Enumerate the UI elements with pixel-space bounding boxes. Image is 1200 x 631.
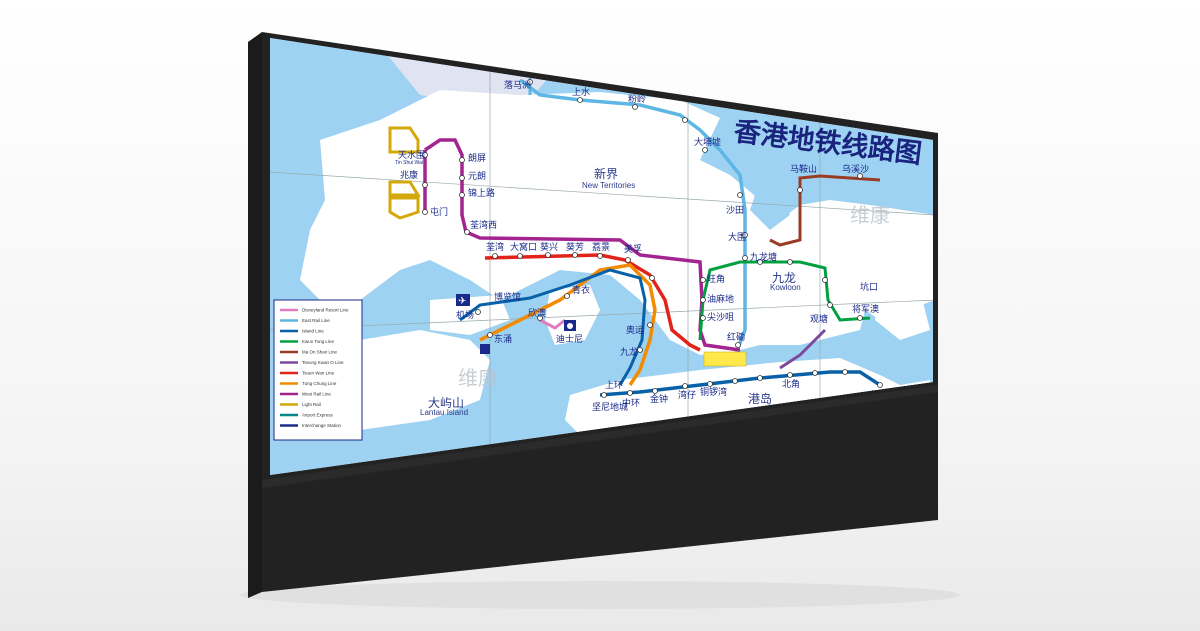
- station-label: 红磡: [727, 331, 745, 343]
- line-tung-chung: [479, 263, 657, 386]
- station-label: 北角: [782, 378, 800, 390]
- station-label: 欣澳: [528, 307, 546, 319]
- legend-label: Tsuen Wan Line: [302, 371, 335, 376]
- tile-seams: [270, 40, 933, 470]
- station-label: 马鞍山: [790, 163, 817, 175]
- notice-box: [703, 351, 747, 367]
- station-labels: 天水围 Tin Shui Wai 朗屏 元朗 兆康 锦上路 屯门 荃湾西 荃湾 …: [395, 64, 888, 413]
- airport-icon: ✈: [456, 294, 470, 307]
- region-label-zh: 新界: [594, 166, 618, 181]
- station-label: 荃湾: [486, 241, 504, 253]
- region-label-en: Lantau Island: [420, 408, 468, 417]
- station-label: 葵兴: [540, 241, 558, 253]
- station-label: 金钟: [650, 393, 668, 405]
- station-label: 观塘: [810, 313, 828, 325]
- floor-shadow: [240, 581, 960, 609]
- legend-label: West Rail Line: [302, 392, 331, 397]
- station-label: 油麻地: [707, 293, 734, 305]
- station-label: 朗屏: [468, 152, 486, 164]
- station-label: 九龙塘: [750, 251, 777, 263]
- station-label: 青衣: [572, 284, 590, 296]
- land-east: [875, 290, 930, 340]
- legend-label: Interchange Station: [302, 423, 342, 428]
- station-label: 美孚: [624, 243, 642, 255]
- station-label: 屯门: [430, 206, 448, 218]
- station-label: 旺角: [707, 273, 725, 285]
- legend-label: East Rail Line: [302, 318, 330, 323]
- line-kwun-tong: [698, 260, 871, 341]
- station-label: 铜锣湾: [700, 386, 727, 398]
- legend-label: Disneyland Resort Line: [302, 308, 349, 313]
- region-label-zh: 九龙: [772, 271, 796, 285]
- region-label-en: Kowloon: [770, 283, 801, 292]
- station-label: 上环: [605, 380, 623, 391]
- station-label: 大围: [728, 231, 746, 243]
- line-airport-express: [459, 268, 647, 386]
- station-label-en: Tin Shui Wai: [395, 160, 423, 166]
- line-tseung-kwan-o: [779, 328, 827, 370]
- border-label: Shenzhen: [465, 55, 501, 64]
- station-label: 粉岭: [628, 93, 646, 105]
- station-label: 东涌: [494, 333, 512, 345]
- station-label: 上水: [572, 86, 590, 98]
- station-label: 九龙: [620, 346, 638, 358]
- legend-label: Kwun Tong Line: [302, 339, 334, 344]
- station-label: 葵芳: [566, 241, 584, 253]
- station-label: 坑口: [860, 281, 878, 293]
- station-label: 天水围: [398, 149, 425, 161]
- svg-text:✈: ✈: [458, 296, 466, 307]
- station-label: 中环: [622, 397, 640, 409]
- legend-label: Ma On Shan Line: [302, 350, 338, 355]
- wall-left-edge: [248, 32, 262, 598]
- wall-bottom-bezel: [262, 385, 938, 488]
- line-ma-on-shan: [769, 174, 881, 247]
- station-label: 坚尼地城: [592, 401, 628, 413]
- station-label: 元朗: [468, 170, 486, 182]
- station-label: 奥运: [626, 324, 644, 336]
- station-markers: [422, 79, 883, 398]
- station-label: 落马洲: [504, 79, 531, 91]
- watermark: 维康: [458, 366, 498, 390]
- station-label: 大窝口: [510, 241, 537, 253]
- region-label-zh: 大屿山: [428, 396, 464, 410]
- region-label-en: New Territories: [582, 181, 635, 190]
- station-label: 博览馆: [494, 291, 521, 303]
- station-label: 迪士尼: [556, 333, 583, 345]
- station-label: 兆康: [400, 169, 418, 181]
- video-wall: Shenzhen 维康 维康: [248, 32, 938, 598]
- legend-label: Light Rail: [302, 402, 321, 407]
- station-label: 机场: [456, 309, 474, 321]
- line-light-rail: [388, 126, 421, 220]
- legend-label: Tung Chung Line: [302, 381, 337, 386]
- station-label: 湾仔: [678, 389, 696, 401]
- legend-label: Tseung Kwan O Line: [302, 360, 344, 365]
- line-tsuen-wan: [484, 253, 701, 352]
- station-label: 荃湾西: [470, 219, 497, 231]
- station-label: 沙田: [726, 205, 744, 216]
- watermark: 维康: [850, 203, 890, 227]
- station-label: 锦上路: [468, 187, 495, 199]
- legend-label: Island Line: [302, 329, 324, 334]
- disneyland-icon: [564, 320, 576, 331]
- station-label: 乌溪沙: [842, 163, 869, 175]
- station-label: 尖沙咀: [707, 311, 734, 323]
- station-label: 将军澳: [852, 303, 879, 315]
- station-label: 大埔墟: [694, 136, 721, 148]
- ferry-icon: [480, 344, 490, 354]
- station-label: 荔景: [592, 241, 610, 253]
- land-tolo: [750, 180, 790, 230]
- line-disneyland: [539, 318, 566, 330]
- legend-label: Airport Express: [302, 413, 334, 418]
- region-label-zh: 港岛: [748, 391, 772, 406]
